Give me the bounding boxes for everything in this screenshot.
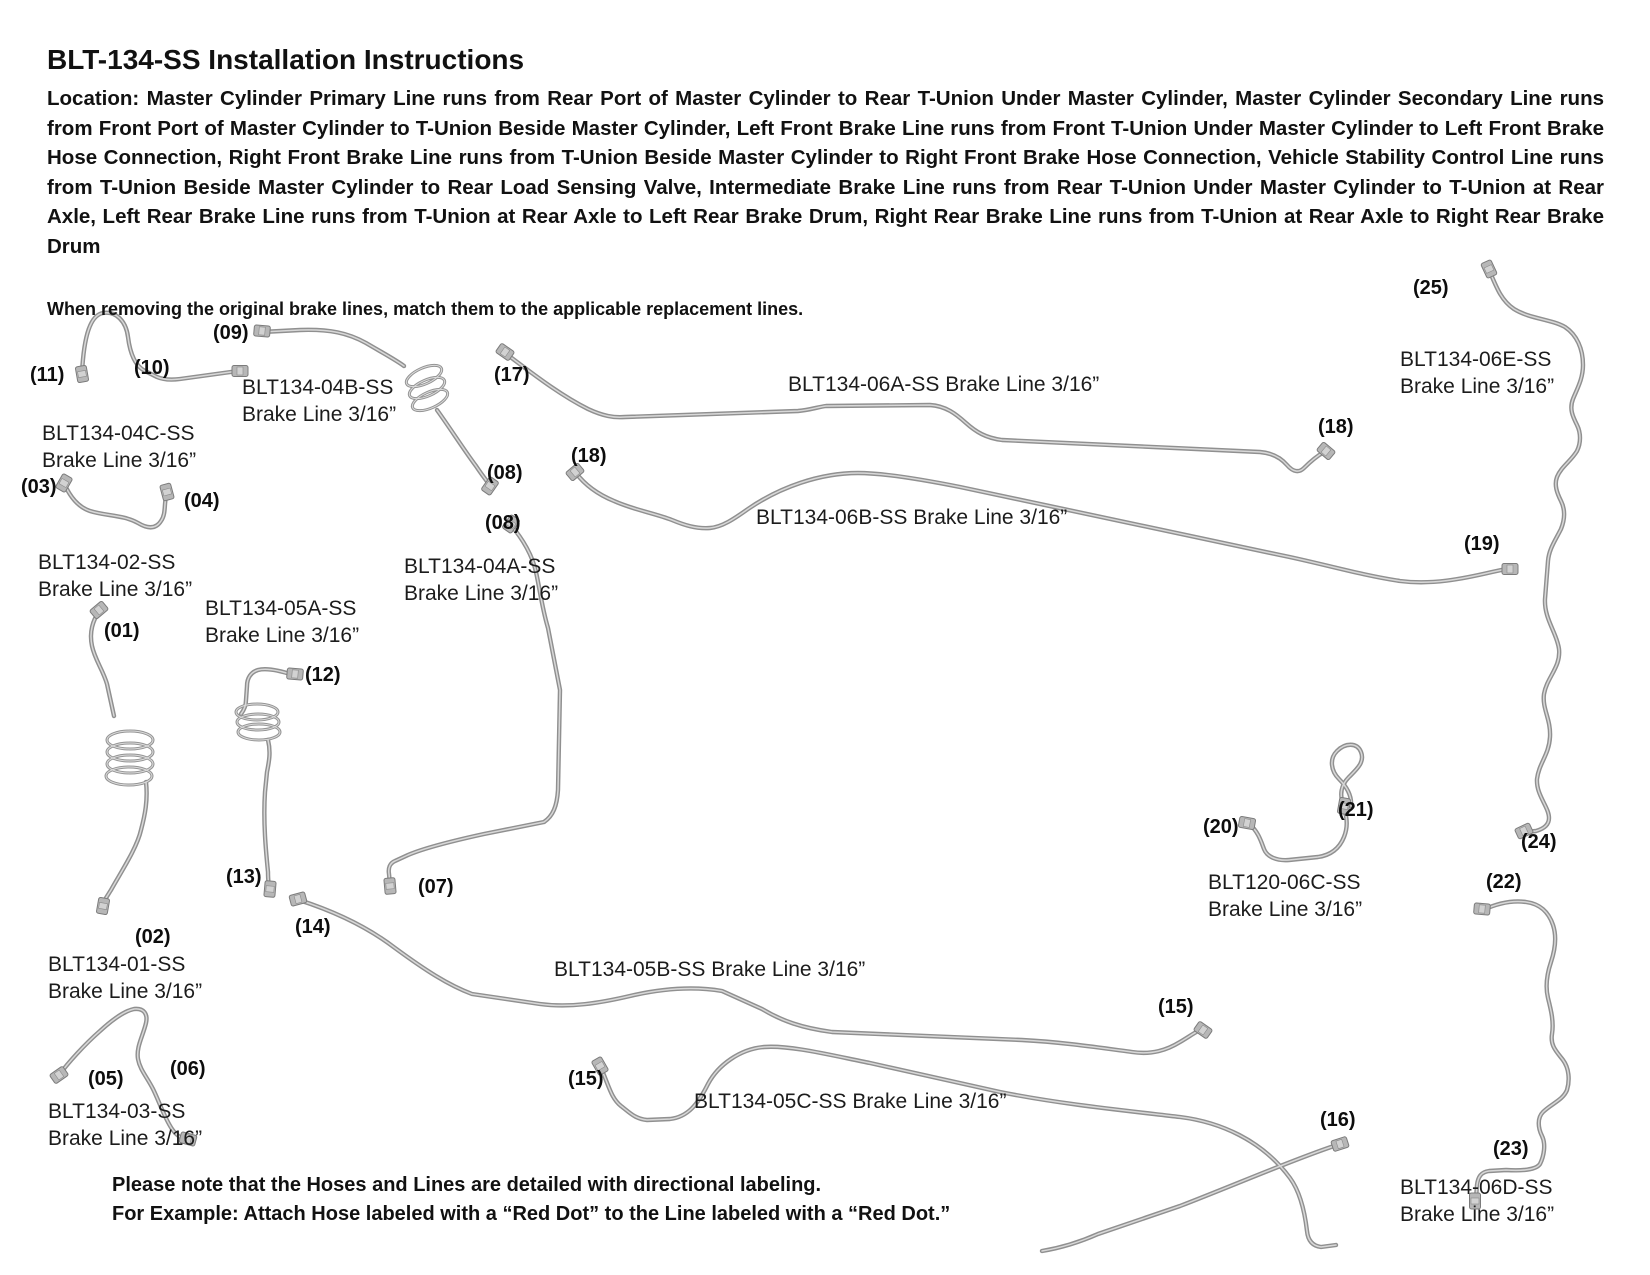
callout-03: (03) <box>21 476 57 498</box>
part-label-04C: BLT134-04C-SS Brake Line 3/16” <box>42 422 197 472</box>
flare-nut-fitting <box>495 343 515 361</box>
callout-11: (11) <box>30 364 65 386</box>
red-dot-example-note: For Example: Attach Hose labeled with a … <box>112 1203 951 1225</box>
callout-12: (12) <box>305 664 341 686</box>
callout-15a: (15) <box>568 1068 604 1090</box>
part-label-04A: BLT134-04A-SS Brake Line 3/16” <box>404 555 559 605</box>
part-label-03: BLT134-03-SS Brake Line 3/16” <box>48 1100 203 1150</box>
flare-nut-fitting <box>591 1056 609 1076</box>
part-label-06A: BLT134-06A-SS Brake Line 3/16” <box>788 373 1100 396</box>
flare-nut-fitting <box>1480 259 1498 279</box>
callout-17: (17) <box>494 364 530 386</box>
location-paragraph: Location: Master Cylinder Primary Line r… <box>47 87 1604 258</box>
flare-nut-fitting <box>178 1131 198 1147</box>
part-label-01: BLT134-01-SS Brake Line 3/16” <box>48 953 203 1003</box>
callout-05: (05) <box>88 1068 124 1090</box>
flare-nut-fitting <box>49 1066 69 1084</box>
callout-04: (04) <box>184 490 220 512</box>
callout-08b: (08) <box>485 512 521 534</box>
flare-nut-fitting <box>1193 1021 1213 1039</box>
page-title: BLT-134-SS Installation Instructions <box>47 44 525 75</box>
flare-nut-fitting <box>481 476 499 496</box>
callout-02: (02) <box>135 926 171 948</box>
callout-20: (20) <box>1203 816 1239 838</box>
part-label-06E: BLT134-06E-SS Brake Line 3/16” <box>1400 348 1555 398</box>
callout-15b: (15) <box>1158 996 1194 1018</box>
callout-14: (14) <box>295 916 331 938</box>
directional-labeling-note: Please note that the Hoses and Lines are… <box>112 1174 822 1196</box>
callout-18b: (18) <box>1318 416 1354 438</box>
callout-21: (21) <box>1338 799 1374 821</box>
callout-10: (10) <box>134 357 170 379</box>
callout-06: (06) <box>170 1058 206 1080</box>
callout-24: (24) <box>1521 831 1557 853</box>
callout-13: (13) <box>226 866 262 888</box>
part-label-06D: BLT134-06D-SS Brake Line 3/16” <box>1400 1176 1555 1226</box>
flare-nut-fitting <box>502 514 520 534</box>
flare-nut-fitting <box>253 324 271 338</box>
flare-nut-fitting <box>75 364 89 384</box>
part-label-05A: BLT134-05A-SS Brake Line 3/16” <box>205 597 360 647</box>
callout-18a: (18) <box>571 445 607 467</box>
flare-nut-fitting <box>1330 1136 1350 1152</box>
part-label-05B: BLT134-05B-SS Brake Line 3/16” <box>554 958 866 981</box>
flare-nut-fitting <box>565 462 585 482</box>
match-note: When removing the original brake lines, … <box>47 299 804 319</box>
flare-nut-fitting <box>89 600 109 620</box>
flare-nut-fitting <box>1501 563 1519 575</box>
flare-nut-fitting <box>288 891 308 907</box>
part-label-120-06C: BLT120-06C-SS Brake Line 3/16” <box>1208 871 1363 921</box>
flare-nut-fitting <box>383 877 397 895</box>
callout-22: (22) <box>1486 871 1522 893</box>
callout-08a: (08) <box>487 462 523 484</box>
flare-nut-fitting <box>263 880 277 898</box>
flare-nut-fitting <box>286 667 304 681</box>
part-label-02: BLT134-02-SS Brake Line 3/16” <box>38 551 193 601</box>
flare-nut-fitting <box>1469 1192 1481 1210</box>
callout-25: (25) <box>1413 277 1449 299</box>
flare-nut-fitting <box>231 365 249 377</box>
part-label-06B: BLT134-06B-SS Brake Line 3/16” <box>756 506 1068 529</box>
flare-nut-fitting <box>1237 816 1257 830</box>
flare-nut-fitting <box>1473 902 1491 916</box>
callout-23: (23) <box>1493 1138 1529 1160</box>
callout-07: (07) <box>418 876 454 898</box>
flare-nut-fitting <box>159 482 175 502</box>
callout-16: (16) <box>1320 1109 1356 1131</box>
flare-nut-fitting <box>55 473 73 493</box>
part-label-04B: BLT134-04B-SS Brake Line 3/16” <box>242 376 397 426</box>
callout-09: (09) <box>213 322 249 344</box>
flare-nut-fitting <box>1514 822 1534 840</box>
callout-19: (19) <box>1464 533 1500 555</box>
flare-nut-fitting <box>1337 796 1351 816</box>
part-label-05C: BLT134-05C-SS Brake Line 3/16” <box>694 1090 1007 1113</box>
callout-01: (01) <box>104 620 140 642</box>
flare-nut-fitting <box>96 896 110 916</box>
flare-nut-fitting <box>1316 441 1336 461</box>
